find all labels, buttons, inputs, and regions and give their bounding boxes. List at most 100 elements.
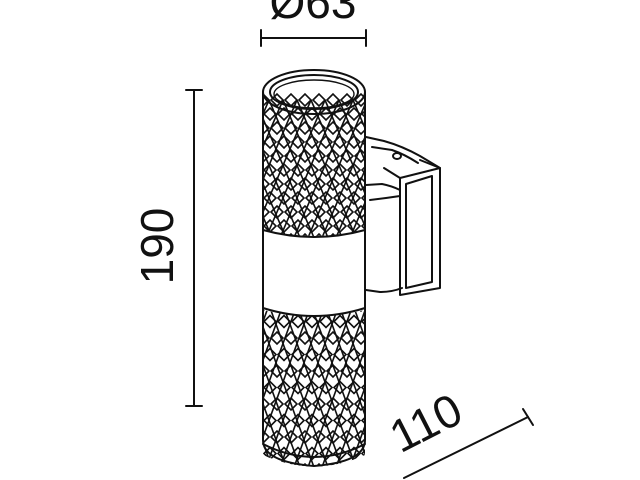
mesh-top-diamond bbox=[290, 190, 306, 206]
mesh-bottom-diamond bbox=[263, 330, 271, 346]
mesh-bottom-diamond bbox=[332, 347, 348, 362]
mesh-bottom-diamond bbox=[297, 330, 313, 346]
mesh-top-diamond bbox=[283, 204, 299, 220]
depth-tick-right bbox=[522, 408, 534, 426]
mesh-bottom-diamond bbox=[311, 363, 327, 379]
mesh-bottom-strand bbox=[31, 305, 91, 470]
mesh-bottom-strand bbox=[195, 305, 255, 470]
mesh-top-diamond bbox=[276, 134, 292, 150]
mesh-top-diamond bbox=[346, 190, 362, 206]
mesh-top-diamond bbox=[263, 176, 271, 192]
mesh-top-strand bbox=[348, 99, 365, 236]
mesh-bottom-strand bbox=[577, 305, 637, 470]
mesh-top-diamond bbox=[278, 248, 290, 260]
mesh-bottom-diamond bbox=[263, 363, 271, 379]
mesh-bottom-strand bbox=[199, 305, 259, 470]
mesh-top-strand bbox=[263, 99, 298, 236]
mesh-top-strand bbox=[479, 100, 539, 240]
mesh-top-diamond bbox=[283, 176, 299, 192]
mesh-top-diamond bbox=[334, 248, 346, 260]
mesh-top-diamond bbox=[264, 248, 276, 260]
mesh-top-diamond bbox=[276, 106, 292, 122]
mesh-bottom-strand bbox=[83, 305, 143, 470]
mesh-top-diamond bbox=[325, 120, 341, 136]
mesh-bottom-strand bbox=[55, 305, 115, 470]
mesh-bottom-strand bbox=[59, 305, 119, 470]
mesh-bottom-strand bbox=[41, 305, 101, 470]
mesh-bottom-strand bbox=[563, 305, 623, 470]
mesh-bottom-strand bbox=[493, 305, 553, 470]
mesh-top-diamond bbox=[332, 162, 348, 178]
mesh-top-strand bbox=[263, 99, 270, 236]
mesh-top-strand bbox=[507, 100, 567, 240]
mesh-top-strand bbox=[395, 100, 455, 240]
mesh-top-diamond bbox=[304, 134, 320, 150]
mesh-bottom-strand bbox=[129, 305, 189, 470]
mesh-bottom-diamond bbox=[276, 314, 292, 329]
mesh-top-strand bbox=[69, 100, 129, 240]
mesh-top-diamond bbox=[263, 218, 278, 234]
mesh-bottom-strand bbox=[3, 305, 63, 470]
mesh-top-diamond bbox=[304, 218, 320, 234]
mesh-bottom-strand bbox=[559, 305, 619, 470]
bracket-arm-mid2 bbox=[369, 195, 401, 201]
mesh-top-strand bbox=[31, 100, 91, 240]
mesh-top-diamond bbox=[304, 106, 320, 122]
mesh-top-diamond bbox=[353, 204, 365, 220]
mesh-bottom-strand bbox=[0, 305, 59, 470]
mesh-top bbox=[0, 92, 577, 260]
mesh-top-strand bbox=[45, 100, 105, 240]
mesh-top-strand bbox=[0, 100, 31, 240]
mesh-top-diamond bbox=[320, 248, 332, 260]
mesh-bottom-strand bbox=[73, 305, 133, 470]
mesh-top-strand bbox=[27, 100, 87, 240]
mesh-top-strand bbox=[517, 100, 577, 240]
top-rim-outer bbox=[262, 69, 366, 115]
mesh-top-diamond bbox=[346, 106, 362, 122]
mesh-top-diamond bbox=[269, 120, 285, 136]
mesh-bottom-diamond bbox=[325, 396, 341, 412]
mesh-top-strand bbox=[493, 100, 553, 240]
mesh-top-diamond bbox=[276, 218, 292, 234]
mesh-top-strand bbox=[278, 99, 340, 236]
mesh-top-diamond bbox=[353, 176, 365, 192]
mesh-top-diamond bbox=[263, 92, 271, 108]
mesh-bottom-diamond bbox=[311, 396, 327, 412]
mesh-bottom-diamond bbox=[263, 396, 271, 412]
mesh-bottom-diamond bbox=[263, 347, 278, 362]
mesh-bottom-strand bbox=[507, 305, 567, 470]
wall-bracket bbox=[365, 136, 441, 296]
mesh-bottom-strand bbox=[0, 305, 45, 470]
height-label: 190 bbox=[131, 208, 183, 285]
mesh-bottom-strand bbox=[139, 305, 199, 470]
bracket-arm-mid bbox=[365, 183, 401, 191]
mesh-bottom-diamond bbox=[325, 462, 341, 467]
mesh-bottom-diamond bbox=[332, 380, 348, 395]
mesh-bottom-diamond bbox=[276, 380, 292, 395]
mesh-bottom-strand bbox=[153, 305, 213, 470]
mesh-bottom-diamond bbox=[360, 314, 365, 329]
mesh-bottom-diamond bbox=[290, 446, 306, 461]
mesh-top-strand bbox=[503, 100, 563, 240]
mesh-bottom-strand bbox=[521, 305, 581, 470]
mesh-bottom-diamond bbox=[269, 429, 285, 445]
mesh-top-diamond bbox=[339, 148, 355, 164]
mesh-bottom-diamond bbox=[269, 330, 285, 346]
mesh-bottom-diamond bbox=[276, 446, 292, 461]
mesh-bottom-diamond bbox=[263, 314, 278, 329]
mesh-top-diamond bbox=[346, 162, 362, 178]
mesh-bottom-diamond bbox=[263, 413, 278, 428]
mesh-bottom-strand bbox=[157, 305, 217, 470]
mesh-bottom-diamond bbox=[346, 347, 362, 362]
mesh-top-diamond bbox=[297, 204, 313, 220]
mesh-bottom-diamond bbox=[353, 363, 365, 379]
middle-band-bottom bbox=[262, 307, 366, 317]
mesh-top-strand bbox=[475, 100, 535, 240]
mesh-top-diamond bbox=[348, 248, 360, 260]
mesh-top-diamond bbox=[292, 248, 304, 260]
mesh-bottom-diamond bbox=[269, 363, 285, 379]
mesh-bottom-strand bbox=[489, 305, 549, 470]
mesh-bottom-diamond bbox=[276, 413, 292, 428]
mesh-top-strand bbox=[3, 100, 63, 240]
mesh-bottom-strand bbox=[0, 305, 49, 470]
